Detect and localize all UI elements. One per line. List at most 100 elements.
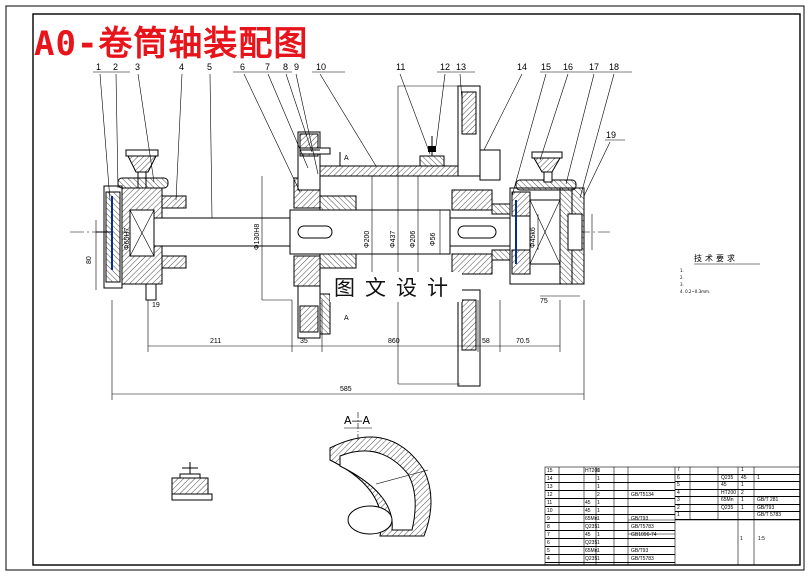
dim-phi-130: Φ130H8 — [254, 223, 261, 250]
table-cell: 2 — [597, 492, 600, 498]
dim-211: 211 — [210, 338, 222, 345]
balloon-5: 5 — [207, 62, 213, 72]
table-row: 6 Q235 45 1 — [675, 474, 800, 482]
shaft — [153, 209, 571, 255]
table-cell: HT200 — [721, 489, 737, 496]
balloon-14: 14 — [517, 62, 528, 72]
table-cell: 65Mn — [721, 497, 734, 503]
table-cell: 1 — [597, 484, 600, 490]
table-cell: Q235 — [585, 556, 598, 562]
table-cell: GB/T 281 — [757, 497, 779, 503]
balloon-17: 17 — [589, 62, 600, 72]
table-cell: 45 — [741, 474, 747, 481]
table-cell: 45 — [721, 482, 727, 488]
table-cell: 5 — [547, 548, 550, 554]
balloon-9: 9 — [294, 62, 300, 72]
dim-585: 585 — [340, 386, 352, 393]
table-cell: GB/T5134 — [631, 492, 654, 498]
table-cell: 5 — [677, 482, 680, 488]
right-oil-cup — [531, 151, 563, 183]
table-sheet: 1 — [740, 536, 743, 542]
dim-70-5: 70.5 — [516, 338, 530, 345]
balloon-19: 19 — [606, 130, 617, 140]
table-cell: 1 — [597, 500, 600, 506]
table-cell: 1 — [597, 516, 600, 522]
table-cell: 4 — [677, 489, 680, 496]
table-cell: 12 — [547, 492, 553, 498]
balloon-6: 6 — [240, 62, 246, 72]
table-row: 5 45 1 — [675, 482, 800, 490]
dimension-lines — [95, 85, 593, 400]
dim-19: 19 — [152, 302, 160, 309]
section-a-a — [329, 412, 432, 537]
balloon-16: 16 — [563, 62, 574, 72]
tech-note-1: 1. — [680, 268, 684, 273]
balloon-8: 8 — [283, 62, 289, 72]
dim-75: 75 — [540, 298, 548, 305]
drawing-title: A0-卷筒轴装配图 — [34, 24, 309, 64]
balloon-4: 4 — [179, 62, 185, 72]
table-cell: 1 — [597, 540, 600, 546]
balloon-7: 7 — [265, 62, 271, 72]
tech-note-2: 2. — [680, 275, 684, 280]
balloon-15: 15 — [541, 62, 552, 72]
dim-phi-200: Φ200 — [364, 230, 371, 248]
table-cell: GB/T5783 — [631, 556, 654, 562]
table-cell: 8 — [547, 524, 550, 530]
balloon-12: 12 — [440, 62, 451, 72]
table-cell: 65Mn — [585, 516, 598, 522]
table-cell: 7 — [677, 467, 680, 473]
table-cell: GB/T93 — [631, 548, 649, 554]
table-cell: 6 — [547, 540, 550, 546]
table-cell: 6 — [677, 474, 680, 481]
dim-phi-45: Φ45k6 — [530, 227, 537, 248]
table-cell: GB/T 5783 — [757, 512, 782, 518]
dim-phi-65: Φ65H7 — [124, 227, 131, 250]
dim-phi-206: Φ206 — [410, 230, 417, 248]
dim-phi-437: Φ437 — [390, 230, 397, 248]
table-cell: 1 — [597, 476, 600, 482]
table-cell: 11 — [547, 500, 553, 506]
table-cell: 9 — [547, 516, 550, 522]
left-hub — [293, 131, 357, 339]
table-cell: 1 — [741, 497, 744, 503]
left-oil-cup — [117, 149, 169, 189]
right-bearing-housing — [509, 179, 585, 285]
table-row: 12 2 GB/T5134 — [545, 491, 675, 499]
tech-note-4: 4. 0.2~0.3mm. — [680, 289, 711, 294]
table-cell: 1 — [597, 524, 600, 530]
inner-border — [32, 13, 801, 566]
table-cell: 1 — [741, 482, 744, 488]
tech-notes-heading: 技术要求 — [694, 254, 738, 263]
table-cell: 4 — [547, 556, 550, 562]
table-cell: 1 — [757, 474, 760, 481]
balloon-10: 10 — [316, 62, 327, 72]
section-label: A—A — [344, 414, 371, 427]
balloon-13: 13 — [456, 62, 467, 72]
table-cell: Q235 — [585, 524, 598, 530]
balloon-3: 3 — [135, 62, 141, 72]
watermark: 图文设计 — [330, 272, 462, 302]
balloon-18: 18 — [609, 62, 620, 72]
table-cell: 1 — [597, 556, 600, 562]
tech-note-3: 3. — [680, 282, 684, 287]
dim-58: 58 — [482, 338, 490, 345]
table-cell: Q235 — [721, 474, 734, 481]
table-cell: 1 — [597, 468, 600, 474]
table-cell: 1 — [677, 512, 680, 518]
table-cell: 7 — [547, 532, 550, 538]
table-cell: Q235 — [585, 540, 598, 546]
table-cell: GB/T93 — [631, 516, 649, 522]
table-cell: 3 — [677, 497, 680, 503]
